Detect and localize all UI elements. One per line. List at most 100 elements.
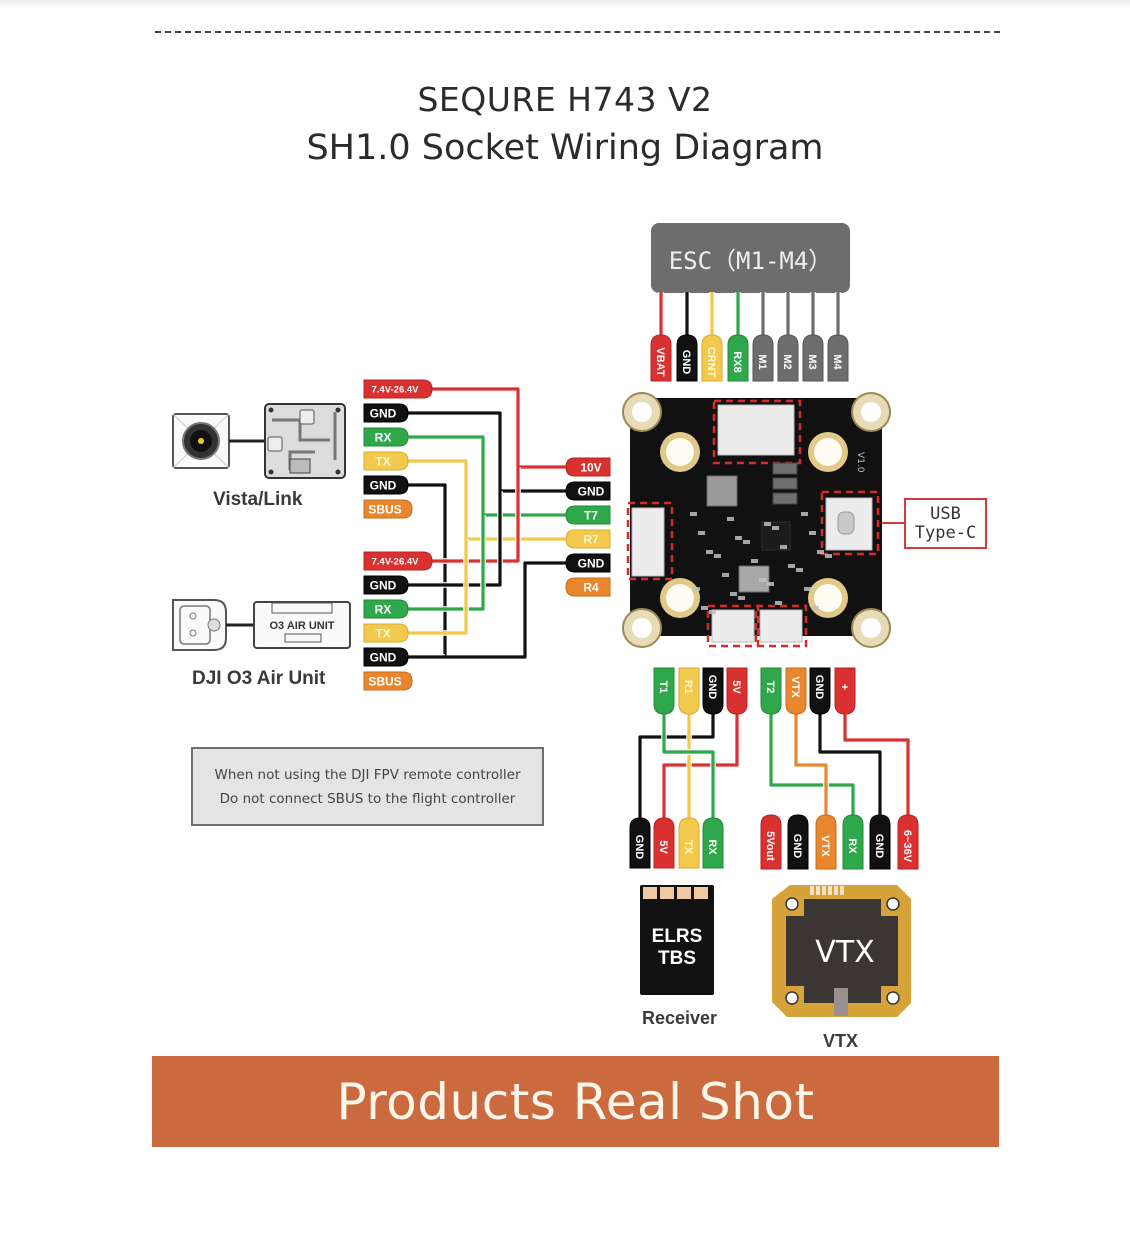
vista-camera-icon bbox=[172, 413, 266, 469]
fc-bottom-left-pin-1: R1 bbox=[678, 667, 700, 715]
fc-left-pin-3: R7 bbox=[565, 529, 611, 549]
o3-pin-2: RX bbox=[363, 599, 409, 619]
esc-pin-6-label: M3 bbox=[806, 354, 818, 369]
usb-label-line2: Type-C bbox=[914, 522, 977, 543]
page-title: SEQURE H743 V2 bbox=[417, 80, 713, 119]
wire-vista-tx bbox=[405, 459, 570, 541]
esc-pin-6: M3 bbox=[802, 334, 824, 382]
wire-vtx-vtx bbox=[794, 705, 828, 822]
board-version-mark: V1.0 bbox=[855, 452, 865, 473]
vista-caption: Vista/Link bbox=[213, 489, 303, 510]
receiver-pin-1: 5V bbox=[653, 817, 675, 869]
banner-text: Products Real Shot bbox=[336, 1072, 815, 1131]
o3-pin-1-label: GND bbox=[370, 578, 397, 592]
dashed-divider bbox=[155, 31, 1000, 33]
esc-pin-5-label: M2 bbox=[781, 354, 793, 369]
o3-pin-0: 7.4V-26.4V bbox=[363, 551, 433, 571]
flight-controller-board: V1.0 bbox=[622, 392, 891, 648]
wire-vista-gnd2 bbox=[405, 483, 570, 659]
wire-rx-gnd bbox=[638, 705, 715, 822]
fc-bottom-left-pin-3-label: 5V bbox=[730, 680, 742, 694]
esc-pin-0-label: VBAT bbox=[654, 347, 666, 376]
fc-bottom-right-pin-2-label: GND bbox=[813, 675, 825, 700]
bottom-right-connector bbox=[759, 609, 803, 643]
vista-pin-3-label: TX bbox=[375, 454, 390, 468]
esc-connector-box: ESC（M1-M4） bbox=[651, 223, 850, 293]
wire-rx-rx bbox=[662, 705, 715, 822]
receiver-pin-1-label: 5V bbox=[657, 840, 669, 854]
vtx-pin-4-label: GND bbox=[873, 834, 885, 859]
vista-module-icon bbox=[264, 403, 346, 479]
fc-bottom-left-pin-3: 5V bbox=[726, 667, 748, 715]
wire-rx-5v bbox=[662, 705, 739, 822]
vtx-pin-2: VTX bbox=[815, 814, 837, 870]
fc-left-pin-0-label: 10V bbox=[580, 460, 601, 474]
wire-vtx-power bbox=[843, 705, 910, 822]
note-line-1: When not using the DJI FPV remote contro… bbox=[214, 766, 521, 783]
top-edge-shadow bbox=[0, 0, 1130, 8]
fc-bottom-right-pin-0-label: T2 bbox=[764, 681, 776, 694]
esc-pin-2-label: CRNT bbox=[705, 347, 717, 378]
o3-pin-1: GND bbox=[363, 575, 409, 595]
vista-pin-0: 7.4V-26.4V bbox=[363, 379, 433, 399]
capacitor-2 bbox=[772, 492, 798, 505]
vista-pin-1: GND bbox=[363, 403, 409, 423]
fc-left-pin-4-label: GND bbox=[578, 556, 605, 570]
receiver-pin-2: TX bbox=[678, 817, 700, 869]
vtx-pin-1-label: GND bbox=[791, 834, 803, 859]
fc-left-pin-1-label: GND bbox=[578, 484, 605, 498]
wire-o3-power bbox=[430, 467, 520, 563]
vtx-pin-4: GND bbox=[869, 814, 891, 870]
esc-pin-2: CRNT bbox=[701, 334, 723, 382]
left-uart-connector bbox=[631, 507, 665, 577]
receiver-body-text-0: ELRS bbox=[652, 926, 703, 947]
esc-pin-3: RX8 bbox=[727, 334, 749, 382]
receiver-caption: Receiver bbox=[642, 1008, 718, 1028]
receiver-pin-3: RX bbox=[702, 817, 724, 869]
wire-vista-power bbox=[430, 387, 570, 469]
o3-pin-4-label: GND bbox=[370, 650, 397, 664]
esc-pin-4-label: M1 bbox=[756, 354, 768, 369]
fc-bottom-right-pin-1: VTX bbox=[785, 667, 807, 715]
fc-left-pin-2: T7 bbox=[565, 505, 611, 525]
esc-pin-3-label: RX8 bbox=[731, 351, 743, 372]
vtx-pin-5-label: 6~36V bbox=[901, 830, 913, 863]
fc-bottom-left-pin-2-label: GND bbox=[706, 675, 718, 700]
vista-pin-3: TX bbox=[363, 451, 409, 471]
o3-air-unit-icon: O3 AIR UNIT bbox=[253, 601, 351, 649]
vista-pin-2: RX bbox=[363, 427, 409, 447]
vtx-module-icon: VTX bbox=[772, 885, 911, 1017]
receiver-body-text-1: TBS bbox=[658, 948, 696, 969]
products-real-shot-banner: Products Real Shot bbox=[152, 1056, 999, 1147]
wire-vista-gnd bbox=[405, 411, 570, 493]
vtx-pin-0-label: 5Vout bbox=[764, 831, 776, 861]
vtx-pin-3: RX bbox=[842, 814, 864, 870]
wire-o3-tx bbox=[405, 539, 468, 635]
wires-layer bbox=[405, 292, 911, 822]
vtx-body-text: VTX bbox=[815, 935, 874, 970]
esc-pin-7: M4 bbox=[827, 334, 849, 382]
esc-label: ESC（M1-M4） bbox=[668, 246, 833, 275]
esc-pin-4: M1 bbox=[752, 334, 774, 382]
wire-vtx-gnd bbox=[818, 705, 882, 822]
vtx-caption: VTX bbox=[823, 1031, 859, 1051]
wire-o3-rx bbox=[405, 515, 485, 611]
vista-pin-5: SBUS bbox=[363, 499, 413, 519]
o3-camera-icon bbox=[172, 599, 254, 651]
vtx-pin-3-label: RX bbox=[846, 838, 858, 854]
o3-pin-3: TX bbox=[363, 623, 409, 643]
vista-pin-5-label: SBUS bbox=[368, 502, 401, 516]
usb-label-line1: USB bbox=[930, 503, 961, 524]
pins-layer: 7.4V-26.4V GND RX TX GND SBUS 7.4V-26.4V GND RX T… bbox=[363, 334, 919, 870]
fc-bottom-right-pin-0: T2 bbox=[760, 667, 782, 715]
o3-pin-4: GND bbox=[363, 647, 409, 667]
usb-type-c-callout: USB Type-C bbox=[904, 498, 987, 549]
receiver-pin-0: GND bbox=[629, 817, 651, 869]
wire-o3-gnd bbox=[405, 491, 502, 587]
vtx-pin-1: GND bbox=[787, 814, 809, 870]
o3-pin-5: SBUS bbox=[363, 671, 413, 691]
receiver-pin-2-label: TX bbox=[682, 840, 694, 855]
sbus-warning-note: When not using the DJI FPV remote contro… bbox=[191, 747, 544, 826]
